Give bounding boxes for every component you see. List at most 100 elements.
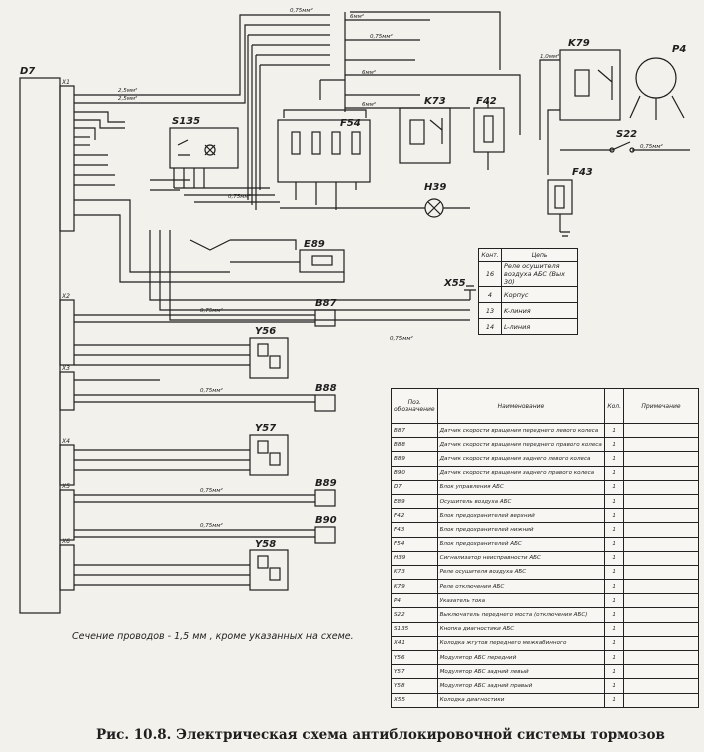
b90-sensor xyxy=(314,526,336,544)
pos-cell: Y56 xyxy=(391,649,438,666)
label-s135: S135 xyxy=(172,116,200,127)
e89-dryer xyxy=(299,249,345,273)
note-cell xyxy=(623,422,699,439)
label-h39: H39 xyxy=(424,182,446,193)
contact-cell: 14 xyxy=(478,318,502,335)
b87-sensor xyxy=(314,309,336,327)
qty-cell: 1 xyxy=(604,564,624,581)
qty-cell: 1 xyxy=(604,635,624,652)
contact-cell: 4 xyxy=(478,286,502,303)
name-cell: Колодка диагностики xyxy=(436,692,606,708)
label-x2: X2 xyxy=(61,293,70,300)
name-cell: Модулятор АБС передний xyxy=(436,649,606,666)
name-cell: Блок предохранителей АБС xyxy=(436,536,606,552)
y58-modulator xyxy=(249,549,289,591)
figure-number: Рис. 10.8. xyxy=(96,727,172,743)
note-cell xyxy=(623,664,699,680)
f54-fuse-block xyxy=(277,119,371,183)
label-x1: X1 xyxy=(61,79,70,86)
pos-cell: K73 xyxy=(391,564,438,581)
pos-cell: X55 xyxy=(391,692,438,708)
name-cell: Блок предохранителей верхний xyxy=(436,508,606,524)
note-cell xyxy=(623,649,699,666)
qty-cell: 1 xyxy=(604,621,624,637)
note-cell xyxy=(623,479,699,495)
name-cell: Реле отключения АБС xyxy=(436,579,606,595)
label-y58: Y58 xyxy=(255,539,276,550)
pos-cell: B87 xyxy=(391,422,438,439)
connector-x4 xyxy=(59,444,75,486)
circuit-cell: Реле осушителя воздуха АБС (Вых 30) xyxy=(501,261,578,287)
b88-sensor xyxy=(314,394,336,412)
qty-cell: 1 xyxy=(604,692,624,708)
name-cell: Модулятор АБС задний левый xyxy=(436,664,606,680)
wire-label: 0,75мм² xyxy=(640,143,664,150)
label-f54: F54 xyxy=(340,118,361,129)
note-cell xyxy=(623,451,699,467)
contact-cell: 13 xyxy=(478,302,502,319)
connector-x3 xyxy=(59,371,75,411)
label-b90: B90 xyxy=(315,515,337,526)
wire-label: 6мм² xyxy=(362,69,377,76)
y57-modulator xyxy=(249,434,289,476)
pos-cell: F43 xyxy=(391,522,438,538)
name-cell: Датчик скорости вращения заднего правого… xyxy=(436,465,606,481)
table-header: Кол. xyxy=(604,388,624,424)
name-cell: Выключатель переднего моста (отключения … xyxy=(436,607,606,623)
wire-label: 0,75мм² xyxy=(290,7,314,14)
wire-label: 2,5мм² xyxy=(118,87,138,94)
wire-label: 2,5мм² xyxy=(118,95,138,102)
qty-cell: 1 xyxy=(604,422,624,439)
name-cell: Датчик скорости вращения переднего левог… xyxy=(436,422,606,439)
parts-list-table: Поз. обозначение Наименование Кол. Приме… xyxy=(391,388,699,708)
label-x6: X6 xyxy=(61,538,70,545)
connector-x5 xyxy=(59,489,75,541)
wire-label: 6мм² xyxy=(362,101,377,108)
pos-cell: D7 xyxy=(391,479,438,495)
label-x5: X5 xyxy=(61,483,70,490)
wire-section-note: Сечение проводов - 1,5 мм , кроме указан… xyxy=(72,631,354,642)
label-s22: S22 xyxy=(616,129,637,140)
d7-control-unit xyxy=(19,77,61,614)
pos-cell: X41 xyxy=(391,635,438,652)
qty-cell: 1 xyxy=(604,451,624,467)
table-header: Примечание xyxy=(623,388,699,424)
name-cell: Кнопка диагностики АБС xyxy=(436,621,606,637)
wire-label: 0,75мм² xyxy=(200,522,224,529)
note-cell xyxy=(623,493,699,510)
table-header: Конт. xyxy=(478,248,502,262)
k79-relay xyxy=(559,49,621,121)
table-header-row: Поз. обозначение Наименование Кол. Приме… xyxy=(391,388,699,424)
name-cell: Блок управления АБС xyxy=(436,479,606,495)
label-x55: X55 xyxy=(443,278,466,289)
qty-cell: 1 xyxy=(604,550,624,566)
circuit-cell: L-линия xyxy=(501,318,578,335)
qty-cell: 1 xyxy=(604,536,624,552)
note-cell xyxy=(623,607,699,623)
circuit-cell: K-линия xyxy=(501,302,578,319)
label-b88: B88 xyxy=(315,383,337,394)
qty-cell: 1 xyxy=(604,664,624,680)
pos-cell: B89 xyxy=(391,451,438,467)
qty-cell: 1 xyxy=(604,465,624,481)
qty-cell: 1 xyxy=(604,678,624,694)
pos-cell: S22 xyxy=(391,607,438,623)
b89-sensor xyxy=(314,489,336,507)
label-e89: E89 xyxy=(304,239,325,250)
note-cell xyxy=(623,508,699,524)
pos-cell: E89 xyxy=(391,493,438,510)
